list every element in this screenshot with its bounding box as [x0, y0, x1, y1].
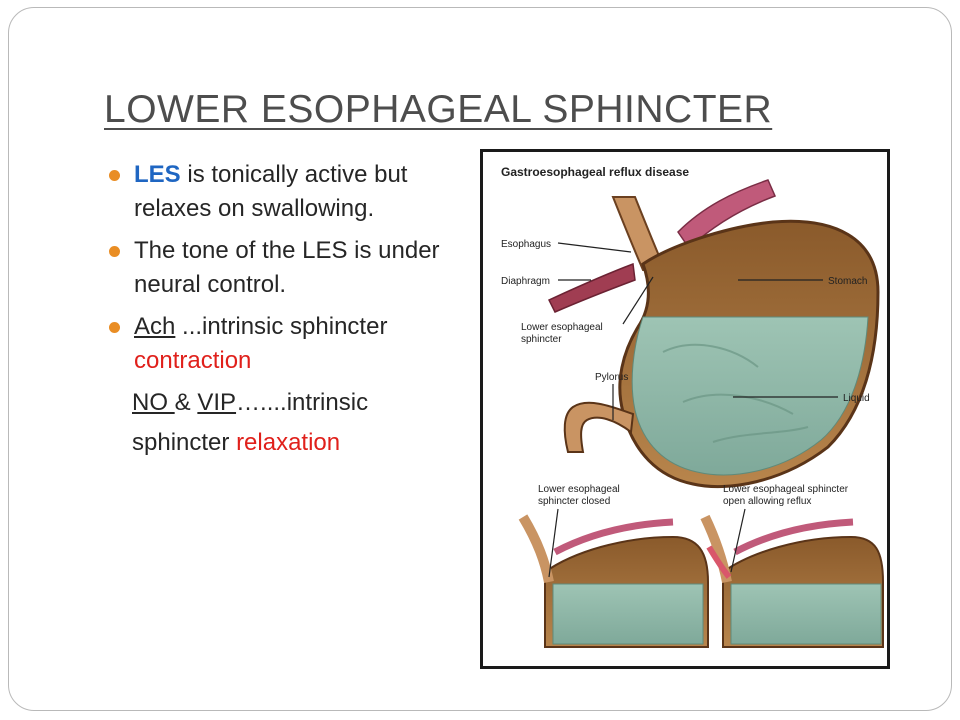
- stomach-diagram: Gastroesophageal reflux disease Esophagu…: [501, 165, 884, 648]
- label-diaphragm: Diaphragm: [501, 276, 550, 287]
- label-pylorus: Pylorus: [595, 372, 628, 383]
- label-open-line2: open allowing reflux: [723, 496, 811, 507]
- label-les-line2: sphincter: [521, 334, 562, 345]
- diaphragm-left-shape: [547, 262, 636, 313]
- bullet-dot-icon: [109, 246, 120, 257]
- diaphragm-upper-shape: [677, 179, 777, 250]
- figure-title: Gastroesophageal reflux disease: [501, 165, 689, 179]
- term-les: LES: [134, 161, 181, 188]
- term-ach: Ach: [134, 313, 176, 340]
- text-sphincter: sphincter: [132, 429, 237, 456]
- bullet-item-les: LES is tonically active but relaxes on s…: [104, 158, 464, 226]
- text-amp: &: [174, 389, 198, 416]
- bullet-text: ...intrinsic sphincter: [175, 313, 388, 340]
- stomach-liquid-shape: [631, 316, 869, 476]
- label-open-line1: Lower esophageal sphincter: [723, 484, 849, 495]
- text-intrinsic: …....intrinsic: [236, 389, 369, 416]
- label-closed-line1: Lower esophageal: [538, 484, 620, 495]
- leader-open: [730, 508, 746, 573]
- slide-body: LES is tonically active but relaxes on s…: [104, 158, 464, 466]
- label-closed-line2: sphincter closed: [538, 496, 610, 507]
- label-liquid: Liquid: [843, 393, 870, 404]
- bullet-text: is tonically active but relaxes on swall…: [134, 161, 408, 222]
- term-relaxation: relaxation: [236, 429, 341, 456]
- inset-closed-esophagus: [518, 514, 554, 584]
- term-no: NO: [132, 389, 175, 416]
- inset-closed-diaphragm: [553, 518, 674, 556]
- slide-title: LOWER ESOPHAGEAL SPHINCTER: [104, 88, 773, 131]
- inset-open-liquid: [730, 583, 882, 645]
- label-les-line1: Lower esophageal: [521, 322, 603, 333]
- label-stomach: Stomach: [828, 276, 867, 287]
- label-esophagus: Esophagus: [501, 239, 551, 250]
- gerd-illustration: Gastroesophageal reflux disease Esophagu…: [480, 149, 890, 669]
- bullet-item-ach: Ach ...intrinsic sphincter contraction: [104, 310, 464, 378]
- duodenum-shape: [563, 401, 635, 453]
- leader-les: [622, 276, 654, 325]
- term-contraction: contraction: [134, 347, 252, 374]
- term-vip: VIP: [197, 389, 237, 416]
- inset-closed-liquid: [552, 583, 704, 645]
- line-relaxation: sphincter relaxation: [104, 426, 464, 460]
- leader-esophagus: [557, 242, 632, 253]
- inset-open-diaphragm: [733, 518, 854, 556]
- leader-closed: [548, 508, 559, 578]
- bullet-dot-icon: [109, 322, 120, 333]
- line-no-vip: NO & VIP…....intrinsic: [104, 386, 464, 420]
- inset-open-reflux: [706, 545, 732, 579]
- bullet-dot-icon: [109, 170, 120, 181]
- liquid-folds-shape: [662, 343, 809, 443]
- bullet-text: The tone of the LES is under neural cont…: [134, 237, 440, 298]
- bullet-item-tone: The tone of the LES is under neural cont…: [104, 234, 464, 302]
